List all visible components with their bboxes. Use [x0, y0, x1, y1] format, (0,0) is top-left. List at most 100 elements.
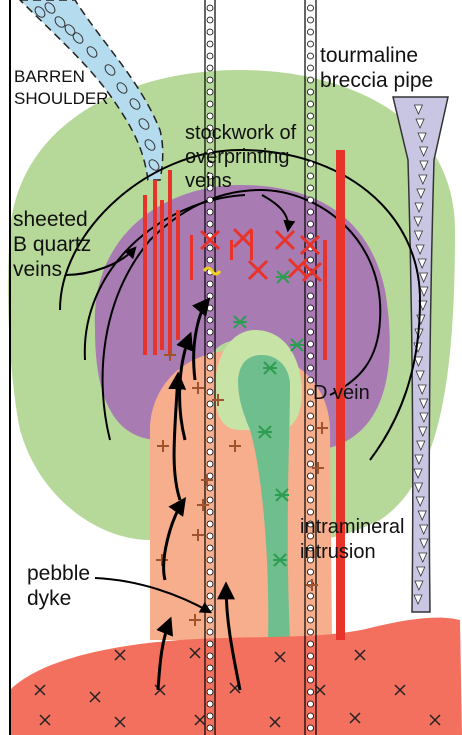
pebble: [207, 245, 213, 251]
pebble: [308, 461, 314, 467]
pebble: [207, 593, 213, 599]
tourmaline-label: tourmaline: [320, 44, 418, 67]
pebble: [308, 257, 314, 263]
sheeted-label-2: B quartz: [13, 233, 91, 256]
sheeted-label: sheeted: [13, 208, 88, 231]
pebble: [207, 437, 213, 443]
pebble: [207, 353, 213, 359]
pebble: [207, 725, 213, 731]
pebble: [308, 149, 314, 155]
pebble: [308, 473, 314, 479]
pebble: [308, 281, 314, 287]
pebble: [207, 305, 213, 311]
barren-label: BARREN: [14, 67, 85, 86]
pebble: [207, 329, 213, 335]
barren-label-2: SHOULDER: [14, 89, 108, 108]
pebble: [308, 89, 314, 95]
tourmaline-label-2: breccia pipe: [320, 69, 433, 92]
pebble: [207, 41, 213, 47]
pebble: [207, 197, 213, 203]
pebble: [207, 101, 213, 107]
pebble: [308, 341, 314, 347]
pebble: [308, 173, 314, 179]
pebble: [207, 221, 213, 227]
pebble: [308, 197, 314, 203]
pebble: [207, 545, 213, 551]
pebble: [207, 461, 213, 467]
pebble: [207, 5, 213, 11]
pebble: [207, 113, 213, 119]
pebble: [207, 557, 213, 563]
pebble: [308, 449, 314, 455]
pebble: [207, 293, 213, 299]
pebble: [207, 509, 213, 515]
pebble: [308, 365, 314, 371]
pebble: [308, 209, 314, 215]
pebble: [207, 65, 213, 71]
pebble: [207, 665, 213, 671]
d-vein-thin: [323, 240, 327, 360]
pebble: [207, 653, 213, 659]
pebble: [308, 677, 314, 683]
pebble: [207, 317, 213, 323]
pebble: [308, 101, 314, 107]
pebble: [207, 425, 213, 431]
pebble: [308, 41, 314, 47]
pebble: [308, 509, 314, 515]
pebble: [308, 713, 314, 719]
pebble: [308, 437, 314, 443]
pebble: [308, 221, 314, 227]
pebble: [308, 497, 314, 503]
stockwork-label-2: overprinting: [185, 146, 290, 168]
pebble: [207, 677, 213, 683]
pebble: [207, 281, 213, 287]
quartz-vein: [230, 240, 233, 260]
pebble: [308, 701, 314, 707]
quartz-vein: [160, 200, 164, 350]
pebble: [207, 413, 213, 419]
pebble: [308, 617, 314, 623]
pebble: [308, 425, 314, 431]
quartz-vein: [153, 180, 157, 355]
pebble-label: pebble: [27, 562, 90, 585]
pebble: [308, 329, 314, 335]
sheeted-label-3: veins: [13, 258, 62, 281]
pebble: [308, 125, 314, 131]
pebble: [308, 161, 314, 167]
pebble: [308, 665, 314, 671]
intramineral-label-2: intrusion: [300, 541, 376, 563]
pebble: [308, 569, 314, 575]
pebble: [308, 605, 314, 611]
pebble: [308, 137, 314, 143]
dvein-label: D vein: [313, 382, 370, 404]
pebble: [308, 77, 314, 83]
pebble: [308, 593, 314, 599]
pebble: [308, 53, 314, 59]
pebble: [207, 701, 213, 707]
pebble: [308, 29, 314, 35]
pebble: [308, 17, 314, 23]
pebble: [207, 209, 213, 215]
pebble: [207, 89, 213, 95]
pebble: [308, 113, 314, 119]
pebble: [308, 641, 314, 647]
pebble: [207, 629, 213, 635]
pebble: [207, 29, 213, 35]
quartz-vein: [168, 170, 172, 355]
pebble: [308, 233, 314, 239]
pebble: [308, 185, 314, 191]
pebble: [207, 401, 213, 407]
pebble: [308, 413, 314, 419]
pebble: [207, 533, 213, 539]
quartz-vein: [176, 210, 180, 340]
pebble: [308, 485, 314, 491]
pebble: [207, 449, 213, 455]
quartz-vein: [143, 195, 147, 355]
pebble: [207, 53, 213, 59]
pebble: [207, 257, 213, 263]
pebble-label-2: dyke: [27, 587, 71, 610]
pebble: [308, 629, 314, 635]
pebble: [308, 317, 314, 323]
pebble: [308, 65, 314, 71]
pebble: [207, 389, 213, 395]
